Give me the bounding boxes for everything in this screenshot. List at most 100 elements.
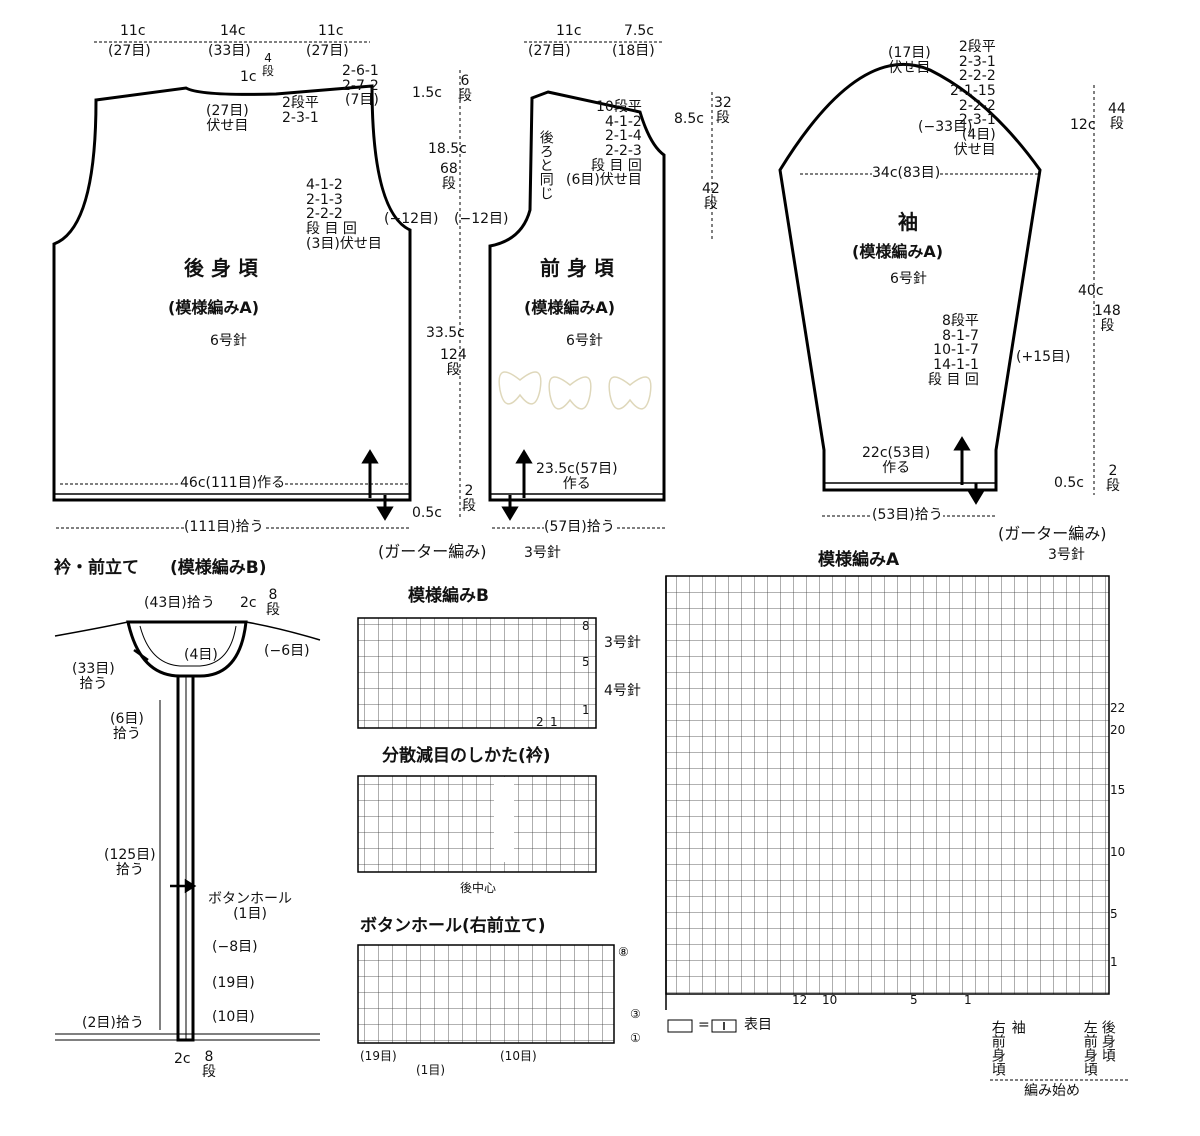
back-neck-shaping: 2段平 2-3-1 xyxy=(282,95,319,126)
chart-a-col12: 12 xyxy=(792,993,808,1007)
body-garter: (ガーター編み) xyxy=(378,542,487,561)
collar-neck-dec: (−6目) xyxy=(264,643,310,659)
sleeve-hem-height: 0.5c xyxy=(1054,475,1084,491)
collar-buttonhole: ボタンホール (1目) xyxy=(208,891,292,922)
front-needle: 6号針 xyxy=(566,333,603,349)
chart-b-title: 模様編みB xyxy=(408,586,489,606)
legend-knit: 表目 xyxy=(744,1017,772,1033)
collar-outline xyxy=(126,620,248,678)
back-needle: 6号針 xyxy=(210,333,247,349)
back-top-left-width: 11c xyxy=(120,23,146,39)
front-top-stitches1: (27目) xyxy=(528,43,571,59)
collar-pick125: (125目) 拾う xyxy=(104,847,156,878)
chart-b-needle4: 4号針 xyxy=(604,683,641,699)
shoulder-rows: 6 段 xyxy=(458,73,472,104)
back-cast-on: 46c(111目)作る xyxy=(180,475,286,491)
front-title: 前 身 頃 xyxy=(540,256,614,280)
sleeve-length-rows: 148 段 xyxy=(1094,303,1121,334)
front-armhole-dec: (−12目) xyxy=(454,211,509,227)
sleeve-title: 袖 xyxy=(898,210,918,234)
sleeve-cap-height: 12c xyxy=(1070,117,1096,133)
chart-b-st2: 2 xyxy=(536,715,544,729)
sleeve-garter-needle: 3号針 xyxy=(1048,547,1085,563)
front-outline xyxy=(488,90,666,502)
sleeve-pick-up: (53目)拾う xyxy=(872,507,943,523)
front-pick-up: (57目)拾う xyxy=(544,519,615,535)
back-outline xyxy=(52,84,412,502)
front-lower-rows: 42 段 xyxy=(702,181,720,212)
front-top-stitches2: (18目) xyxy=(612,43,655,59)
chart-a-right-front: 右前身頃 xyxy=(989,1020,1006,1076)
sleeve-hem-rows: 2 段 xyxy=(1106,463,1120,494)
sleeve-needle: 6号針 xyxy=(890,271,927,287)
chart-a-sleeve: 袖 xyxy=(1009,1020,1026,1034)
chart-bh-title: ボタンホール(右前立て) xyxy=(360,916,546,936)
collar-bottom-rows: 8 段 xyxy=(202,1049,216,1080)
back-neck-bindoff: (27目) 伏せ目 xyxy=(206,103,249,134)
chart-dec-title: 分散減目のしかた(衿) xyxy=(382,746,551,766)
chart-b-needle3: 3号針 xyxy=(604,635,641,651)
chart-a-col1: 1 xyxy=(964,993,972,1007)
armhole-rows: 68 段 xyxy=(440,161,458,192)
chart-a-row10: 10 xyxy=(1110,845,1126,859)
hem-height: 0.5c xyxy=(412,505,442,521)
collar-pick6: (6目) 拾う xyxy=(110,711,144,742)
back-neck-rows: 4 段 xyxy=(262,51,275,78)
back-title: 後 身 頃 xyxy=(184,256,258,280)
back-top-right-stitches: (27目) xyxy=(306,43,349,59)
chart-bh-r3: ③ xyxy=(630,1007,641,1021)
front-neck-shaping: 10段平 4-1-2 2-1-4 2-2-3 段 目 回 (6目)伏せ目 xyxy=(566,99,642,189)
collar-st10: (10目) xyxy=(212,1009,255,1025)
chart-a-row22: 22 xyxy=(1110,701,1126,715)
chart-bh-st19: (19目) xyxy=(360,1049,397,1063)
chart-a-row5: 5 xyxy=(1110,907,1118,921)
collar-bottom-width: 2c xyxy=(174,1051,191,1067)
chart-a-back: 後身頃 xyxy=(1099,1020,1116,1062)
collar-pattern: (模様編みB) xyxy=(170,558,267,578)
chart-b-st1: 1 xyxy=(550,715,558,729)
sleeve-cap-dec: (−33目) xyxy=(918,119,973,135)
collar-band-rows: 8 段 xyxy=(266,587,280,618)
sleeve-inc: (+15目) xyxy=(1016,349,1071,365)
collar-st4: (4目) xyxy=(184,647,218,663)
collar-dec8: (−8目) xyxy=(212,939,258,955)
sleeve-cap-rows: 44 段 xyxy=(1108,101,1126,132)
chart-a-row1: 1 xyxy=(1110,955,1118,969)
collar-pick33: (33目) 拾う xyxy=(72,661,115,692)
chart-dec-center: 後中心 xyxy=(460,881,497,895)
back-pick-up: (111目)拾う xyxy=(184,519,264,535)
sleeve-pattern: (模様編みA) xyxy=(852,242,944,261)
front-neck-height: 8.5c xyxy=(674,111,704,127)
armhole-height: 18.5c xyxy=(428,141,467,157)
chart-bh-r8: ⑧ xyxy=(618,945,629,959)
back-top-right-width: 11c xyxy=(318,23,344,39)
chart-a-start: 編み始め xyxy=(1024,1083,1080,1099)
chart-bh-st1: (1目) xyxy=(416,1063,445,1077)
body-garter-needle: 3号針 xyxy=(524,545,561,561)
front-same-as-back: 後ろと同じ xyxy=(537,130,554,200)
front-pattern: (模様編みA) xyxy=(524,298,616,317)
legend-eq: = xyxy=(698,1017,710,1033)
sleeve-outline xyxy=(778,62,1042,492)
chart-a-title: 模様編みA xyxy=(818,550,900,570)
chart-a-left-front: 左前身頃 xyxy=(1081,1020,1098,1076)
collar-band-width: 2c xyxy=(240,595,257,611)
chart-b-row8: 8 xyxy=(582,619,590,633)
back-top-mid-stitches: (33目) xyxy=(208,43,251,59)
back-top-left-stitches: (27目) xyxy=(108,43,151,59)
back-armhole-shaping: 4-1-2 2-1-3 2-2-2 段 目 回 (3目)伏せ目 xyxy=(306,177,382,252)
chart-bh-st10: (10目) xyxy=(500,1049,537,1063)
back-neck-depth: 1c xyxy=(240,69,257,85)
body-height: 33.5c xyxy=(426,325,465,341)
front-top-width1: 11c xyxy=(556,23,582,39)
sleeve-width: 34c(83目) xyxy=(872,165,941,181)
sleeve-garter: (ガーター編み) xyxy=(998,524,1107,543)
sleeve-length: 40c xyxy=(1078,283,1104,299)
back-shoulder-shaping: 2-6-1 2-7-2 (7目) xyxy=(342,63,379,109)
chart-a-row20: 20 xyxy=(1110,723,1126,737)
front-neck-rows: 32 段 xyxy=(714,95,732,126)
chart-a-col10: 10 xyxy=(822,993,838,1007)
butterfly-decoration xyxy=(498,371,652,410)
collar-st19: (19目) xyxy=(212,975,255,991)
